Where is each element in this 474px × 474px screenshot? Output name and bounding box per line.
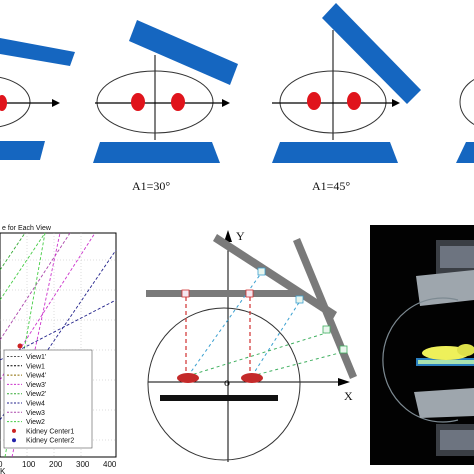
legend-label: View2: [26, 419, 45, 426]
detector-bar-horizontal: [146, 290, 298, 297]
x-axis-arrow: [338, 378, 350, 386]
blue-projection-line: [187, 271, 263, 377]
detector-plate-bottom: [272, 142, 398, 163]
patient-bed-top: [418, 360, 474, 364]
detector-plate-bottom: [0, 141, 45, 160]
body-outline: [96, 70, 214, 134]
detector-arm-lower: [414, 388, 474, 418]
projection-marker: [339, 345, 348, 354]
view-line: [0, 232, 46, 301]
x-axis-label-fragment: K: [0, 467, 6, 474]
detector-plate-bottom: [456, 142, 474, 163]
kidney-right: [347, 92, 361, 110]
x-axis-arrow: [52, 99, 60, 107]
x-axis-label: X: [344, 389, 353, 403]
origin-label: o: [224, 375, 230, 389]
caption-a1-45: A1=45°: [312, 179, 350, 193]
kidney: [0, 95, 7, 111]
legend-marker: [12, 428, 16, 433]
x-tick-label: 100: [22, 460, 36, 469]
green-projection-line: [251, 351, 344, 377]
kidney-left: [131, 93, 145, 111]
patient-phantom-head: [457, 344, 474, 356]
chart-title-fragment: e for Each View: [2, 225, 52, 232]
x-axis-arrow: [222, 99, 230, 107]
caption-a1-30: A1=30°: [132, 179, 170, 193]
x-tick-label: 200: [49, 460, 63, 469]
legend-box: [3, 349, 93, 449]
kidney-left: [177, 373, 199, 383]
legend-label: Kidney Center1: [26, 428, 74, 435]
legend-label: View4': [26, 373, 46, 380]
body-outline: [0, 76, 31, 128]
y-axis-label: Y: [236, 229, 245, 243]
top-panel-3: A1=45°: [272, 3, 421, 193]
detector-plate-top: [129, 20, 238, 85]
y-axis-arrow: [224, 230, 232, 242]
legend-label: View1: [26, 363, 45, 370]
detector-head-top-face: [440, 246, 474, 268]
top-panel-1: [0, 38, 75, 160]
legend-label: View4: [26, 401, 45, 408]
detector-bar-tilted-1: [213, 234, 337, 319]
detector-bar-tilted-2: [293, 238, 357, 379]
view-line: [0, 232, 96, 381]
kidney-right: [171, 93, 185, 111]
scanner-render: [370, 225, 474, 465]
detector-plate-bottom: [93, 142, 220, 163]
geometry-diagram: Y X o: [146, 229, 357, 462]
detector-plate-top: [0, 38, 75, 66]
view-line: [0, 232, 71, 341]
chart-panel: e for Each View View1'View1View4'View3'V…: [0, 225, 117, 474]
green-projection-line: [187, 332, 327, 377]
x-tick-label: 300: [76, 460, 90, 469]
legend-label: View3: [26, 410, 45, 417]
top-panel-4: [456, 79, 474, 163]
view-line: [0, 232, 26, 271]
projection-marker: [245, 289, 254, 298]
gantry-ring: [382, 297, 459, 423]
body-outline: [279, 70, 387, 134]
x-tick-label: 400: [103, 460, 117, 469]
x-tick-label: 0: [0, 460, 3, 469]
x-axis-arrow: [392, 99, 400, 107]
kidney-right: [241, 373, 263, 383]
detector-head-bottom-face: [440, 430, 474, 450]
projection-marker: [181, 289, 190, 298]
patient-table: [160, 395, 278, 401]
legend-label: View1': [26, 354, 46, 361]
legend-marker: [12, 438, 16, 443]
view-line: [11, 232, 61, 458]
kidney-left: [307, 92, 321, 110]
body-outline: [459, 79, 474, 125]
blue-projection-line: [251, 300, 301, 377]
kidney-center-1-point: [17, 343, 23, 349]
projection-marker: [322, 325, 331, 334]
projection-marker: [295, 295, 304, 304]
view-line: [0, 249, 117, 421]
projection-marker: [257, 267, 266, 276]
top-panel-2: A1=30°: [93, 20, 238, 193]
detector-arm-upper: [416, 270, 474, 306]
legend-label: View3': [26, 382, 46, 389]
legend-label: Kidney Center2: [26, 438, 74, 445]
legend-label: View2': [26, 391, 46, 398]
body-circle: [147, 307, 301, 461]
detector-plate-top: [322, 3, 421, 104]
